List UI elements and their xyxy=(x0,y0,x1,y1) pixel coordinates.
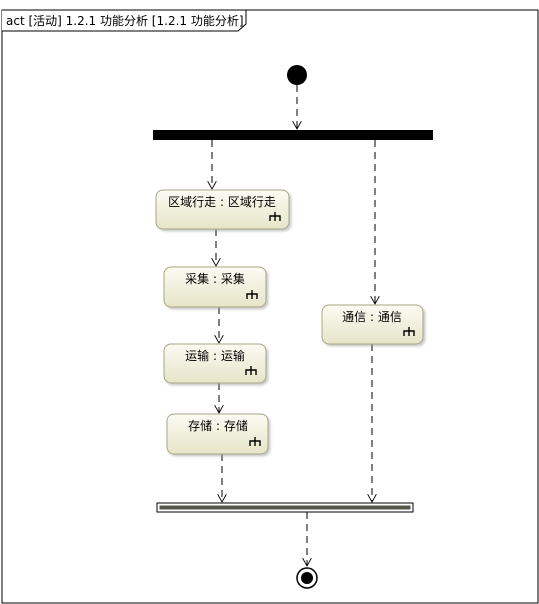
call-behavior-rake-icon xyxy=(249,437,261,446)
activity-final-node[interactable] xyxy=(296,567,318,589)
initial-node[interactable] xyxy=(287,65,307,85)
action-store-box xyxy=(166,413,269,455)
action-collect[interactable]: 采集 : 采集 xyxy=(163,266,267,308)
fork-bar[interactable] xyxy=(153,130,433,140)
action-comm-label: 通信 : 通信 xyxy=(342,310,402,324)
final-node-dot xyxy=(301,572,313,584)
join-bar-fill xyxy=(159,505,411,510)
call-behavior-rake-icon xyxy=(246,290,258,299)
action-collect-label: 采集 : 采集 xyxy=(185,271,245,286)
call-behavior-rake-icon xyxy=(269,212,281,221)
action-comm-box xyxy=(321,304,424,345)
action-collect-box xyxy=(163,266,267,308)
action-walk[interactable]: 区域行走 : 区域行走 xyxy=(155,189,290,230)
control-flows xyxy=(212,85,375,566)
frame-border xyxy=(1,9,539,604)
action-store[interactable]: 存储 : 存储 xyxy=(166,413,269,455)
action-walk-label: 区域行走 : 区域行走 xyxy=(168,195,276,209)
frame-title-tab xyxy=(2,9,247,32)
diagram-frame: act [活动] 1.2.1 功能分析 [1.2.1 功能分析] xyxy=(1,9,539,604)
action-transport-label: 运输 : 运输 xyxy=(185,348,245,363)
join-bar[interactable] xyxy=(156,502,414,513)
action-transport[interactable]: 运输 : 运输 xyxy=(163,343,267,384)
call-behavior-rake-icon xyxy=(245,366,257,375)
action-transport-box xyxy=(163,343,267,384)
action-walk-box xyxy=(155,189,290,230)
call-behavior-rake-icon xyxy=(403,327,415,336)
action-comm[interactable]: 通信 : 通信 xyxy=(321,304,424,345)
frame-title: act [活动] 1.2.1 功能分析 [1.2.1 功能分析] xyxy=(6,14,244,28)
action-store-label: 存储 : 存储 xyxy=(188,418,248,433)
